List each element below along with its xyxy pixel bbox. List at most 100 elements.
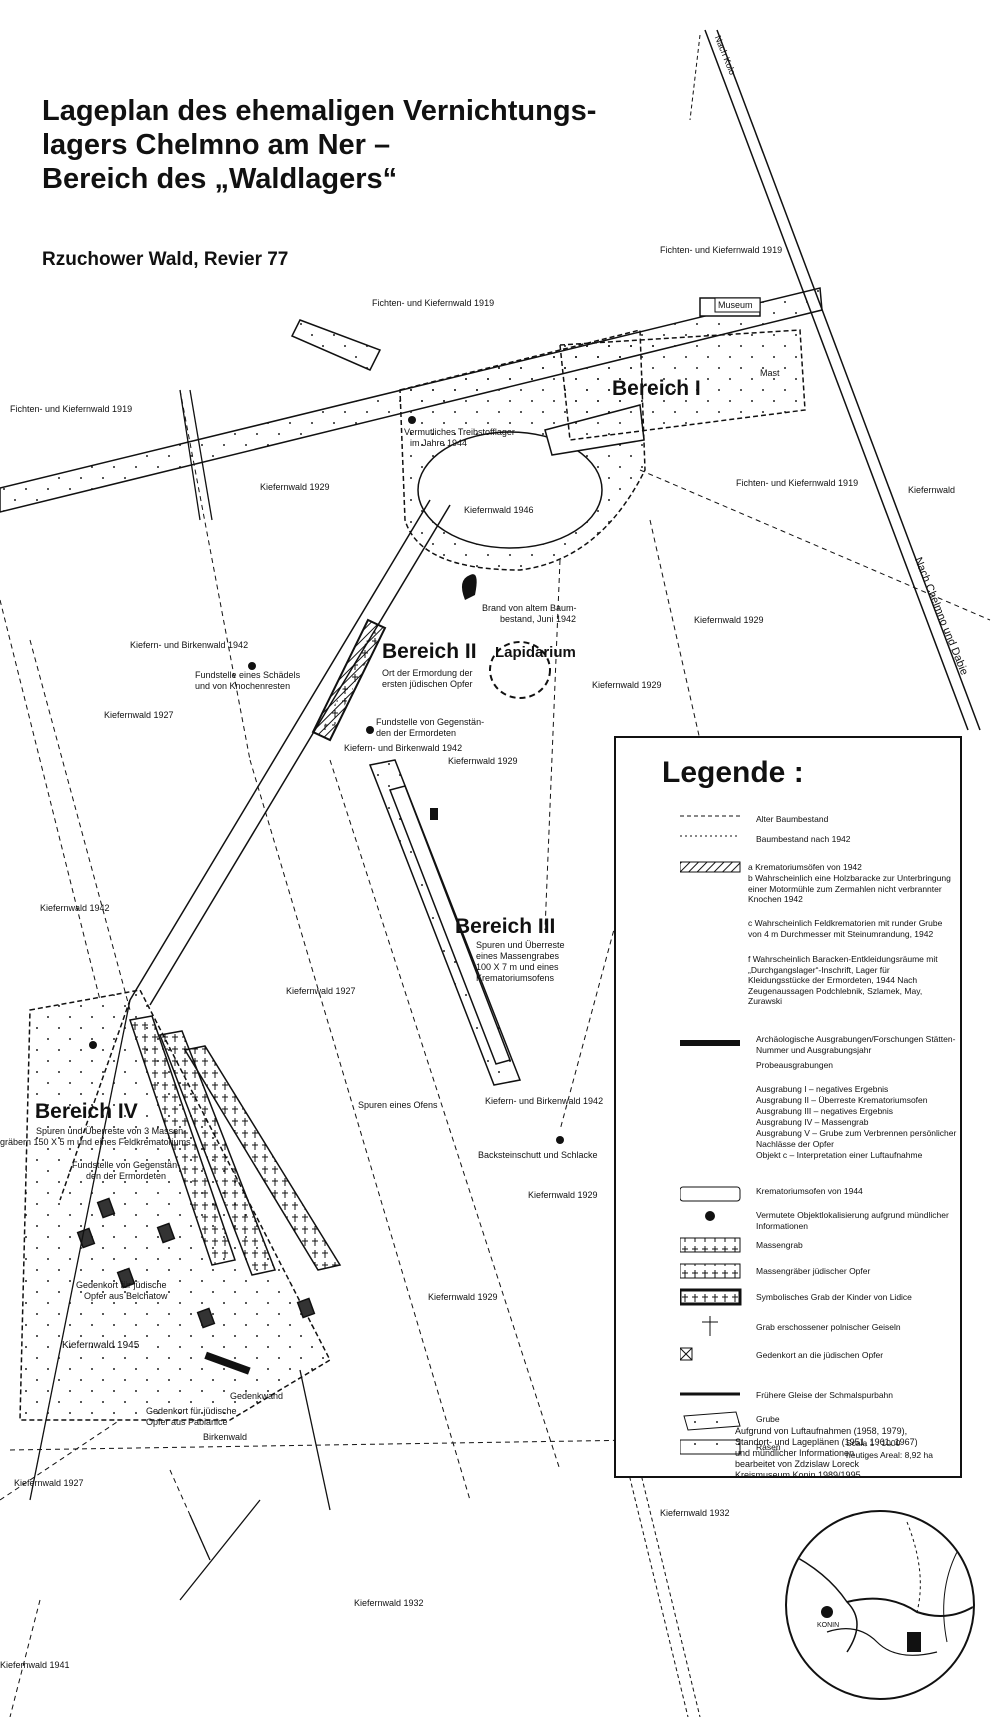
railway-lines <box>29 389 331 1601</box>
legend-title: Legende : <box>662 756 804 789</box>
source-line: Standort- und Lageplänen (1951, 1961, 19… <box>735 1437 918 1447</box>
note-label: Gedenkort für jüdische <box>76 1280 167 1290</box>
source-line: bearbeitet von Zdzislaw Loreck <box>735 1459 860 1469</box>
forest-label: Kiefernwald 1929 <box>428 1292 498 1302</box>
legend-item: Grube <box>756 1414 780 1424</box>
bereich-4-area <box>19 989 342 1421</box>
note-label: Spuren und Überreste von 3 Massen- <box>36 1126 187 1136</box>
source-line: Aufgrund von Luftaufnahmen (1958, 1979), <box>735 1426 908 1436</box>
forest-label: Fichten- und Kiefernwald 1919 <box>660 245 783 255</box>
legend-item: Baumbestand nach 1942 <box>756 834 851 844</box>
legend-item: Rasen <box>756 1442 781 1452</box>
legend-item: Ausgrabung IV – Massengrab <box>756 1117 869 1127</box>
forest-label: Fichten- und Kiefernwald 1919 <box>372 298 495 308</box>
forest-label: Kiefern- und Birkenwald 1942 <box>485 1096 604 1106</box>
forest-label: Kiefernwald 1927 <box>104 710 174 720</box>
legend-symbols-2 <box>680 1211 742 1455</box>
forest-label: Kiefernwald 1941 <box>0 1660 70 1670</box>
map-subtitle: Rzuchower Wald, Revier 77 <box>42 249 289 270</box>
forest-label: Kiefernwald 1929 <box>448 756 518 766</box>
legend-scale: Scala 1 : 1000 <box>846 1438 901 1448</box>
area-lapidarium: Lapidarium <box>495 644 576 661</box>
museum-label: Museum <box>718 300 753 310</box>
forest-label: Kiefernwald 1929 <box>260 482 330 492</box>
legend-item: Alter Baumbestand <box>756 814 829 824</box>
area-bereich-4: Bereich IV <box>35 1100 138 1123</box>
forest-label: Birkenwald <box>203 1432 248 1442</box>
road-lines <box>627 29 981 1717</box>
legend-item: a Krematoriumsöfen von 1942 <box>748 862 862 872</box>
note-label: eines Massengrabes <box>476 951 560 961</box>
legend-item: Objekt c – Interpretation einer Luftaufn… <box>756 1150 923 1160</box>
note-label: Spuren eines Ofens <box>358 1100 438 1110</box>
note-label: Fundstelle von Gegenstän- <box>72 1160 181 1170</box>
mast-label: Mast <box>760 368 780 378</box>
forest-label: Fichten- und Kiefernwald 1919 <box>736 478 859 488</box>
forest-boundaries <box>0 389 991 1717</box>
legend-item: Grab erschossener polnischer Geiseln <box>756 1322 901 1332</box>
forest-label: Kiefernwald 1929 <box>592 680 662 690</box>
legend-item: Frühere Gleise der Schmalspurbahn <box>756 1390 894 1400</box>
legend-item: Vermutete Objektlokalisierung aufgrund m… <box>756 1210 949 1231</box>
area-bereich-3: Bereich III <box>455 915 556 938</box>
note-label: Opfer aus Pabianice <box>146 1417 228 1427</box>
legend-item: Archäologische Ausgrabungen/Forschungen … <box>756 1034 956 1055</box>
forest-label: Kiefernwald 1946 <box>464 505 534 515</box>
note-label: bestand, Juni 1942 <box>500 614 577 624</box>
legend-item: Probeausgrabungen <box>756 1060 834 1070</box>
note-label: Ort der Ermordung der <box>382 668 473 678</box>
central-oval <box>399 297 806 571</box>
note-label: Fundstelle eines Schädels <box>195 670 301 680</box>
note-label: Krematoriumsofens <box>476 973 555 983</box>
note-label: Opfer aus Belchatow <box>84 1291 168 1301</box>
legend-item: Krematoriumsofen von 1944 <box>756 1186 863 1196</box>
map-title-line1: Lageplan des ehemaligen Vernichtungs- <box>42 95 597 127</box>
note-label: den der Ermordeten <box>376 728 457 738</box>
note-label: den der Ermordeten <box>86 1171 167 1181</box>
bereich-2-block <box>311 618 551 742</box>
legend-item: f Wahrscheinlich Baracken-Entkleidungsrä… <box>748 954 938 1006</box>
inset-town-label: KONIN <box>817 1622 840 1629</box>
forest-label: Kiefern- und Birkenwald 1942 <box>130 640 249 650</box>
legend-item: Ausgrabung II – Überreste Krematoriumsof… <box>756 1095 928 1105</box>
note-label: Spuren und Überreste <box>476 940 565 950</box>
forest-label: Fichten- und Kiefernwald 1919 <box>10 404 133 414</box>
legend-item: c Wahrscheinlich Feldkrematorien mit run… <box>748 918 943 939</box>
note-label: 100 X 7 m und eines <box>476 962 559 972</box>
source-line: und mündlicher Informationen <box>735 1448 855 1458</box>
legend-item: Ausgrabung III – negatives Ergebnis <box>756 1106 894 1116</box>
source-line: Kreismuseum Konin 1989/1995 <box>735 1470 861 1480</box>
map-legend: Legende : Alter Baumbestand Baumbestand … <box>614 736 962 1478</box>
map-title-line3: Bereich des „Waldlagers“ <box>42 163 398 195</box>
note-label: Gedenkort für jüdische <box>146 1406 237 1416</box>
note-label: Backsteinschutt und Schlacke <box>478 1150 598 1160</box>
legend-item: Ausgrabung V – Grube zum Verbrennen pers… <box>756 1128 957 1149</box>
legend-item: Massengräber jüdischer Opfer <box>756 1266 871 1276</box>
legend-item: Symbolisches Grab der Kinder von Lidice <box>756 1292 912 1302</box>
inset-drawing <box>787 1521 973 1656</box>
markers <box>89 297 761 1144</box>
legend-symbols <box>680 815 741 1202</box>
note-label: gräbern 150 X 5 m und eines Feldkremator… <box>0 1137 191 1147</box>
forest-label: Kiefernwald 1927 <box>286 986 356 996</box>
note-label: und von Knochenresten <box>195 681 291 691</box>
legend-item: Ausgrabung I – negatives Ergebnis <box>756 1084 889 1094</box>
forest-label: Kiefernwald 1929 <box>528 1190 598 1200</box>
area-bereich-1: Bereich I <box>612 377 701 400</box>
note-label: im Jahre 1944 <box>410 438 468 448</box>
note-label: ersten jüdischen Opfer <box>382 679 473 689</box>
forest-label: Kiefern- und Birkenwald 1942 <box>344 743 463 753</box>
map-title-line2: lagers Chelmno am Ner – <box>42 129 391 161</box>
legend-item: Massengrab <box>756 1240 803 1250</box>
forest-label: Kiefernwald <box>908 485 956 495</box>
note-label: Fundstelle von Gegenstän- <box>376 717 485 727</box>
forest-label: Kiefernwald 1932 <box>660 1508 730 1518</box>
legend-item: b Wahrscheinlich eine Holzbaracke zur Un… <box>748 873 951 904</box>
note-label: Gedenkwand <box>230 1391 284 1401</box>
area-bereich-2: Bereich II <box>382 640 477 663</box>
forest-label: Kiefernwald 1929 <box>694 615 764 625</box>
forest-label: Kiefernwald 1942 <box>40 903 110 913</box>
legend-item: Gedenkort an die jüdischen Opfer <box>756 1350 884 1360</box>
forest-label: Kiefernwald 1932 <box>354 1598 424 1608</box>
